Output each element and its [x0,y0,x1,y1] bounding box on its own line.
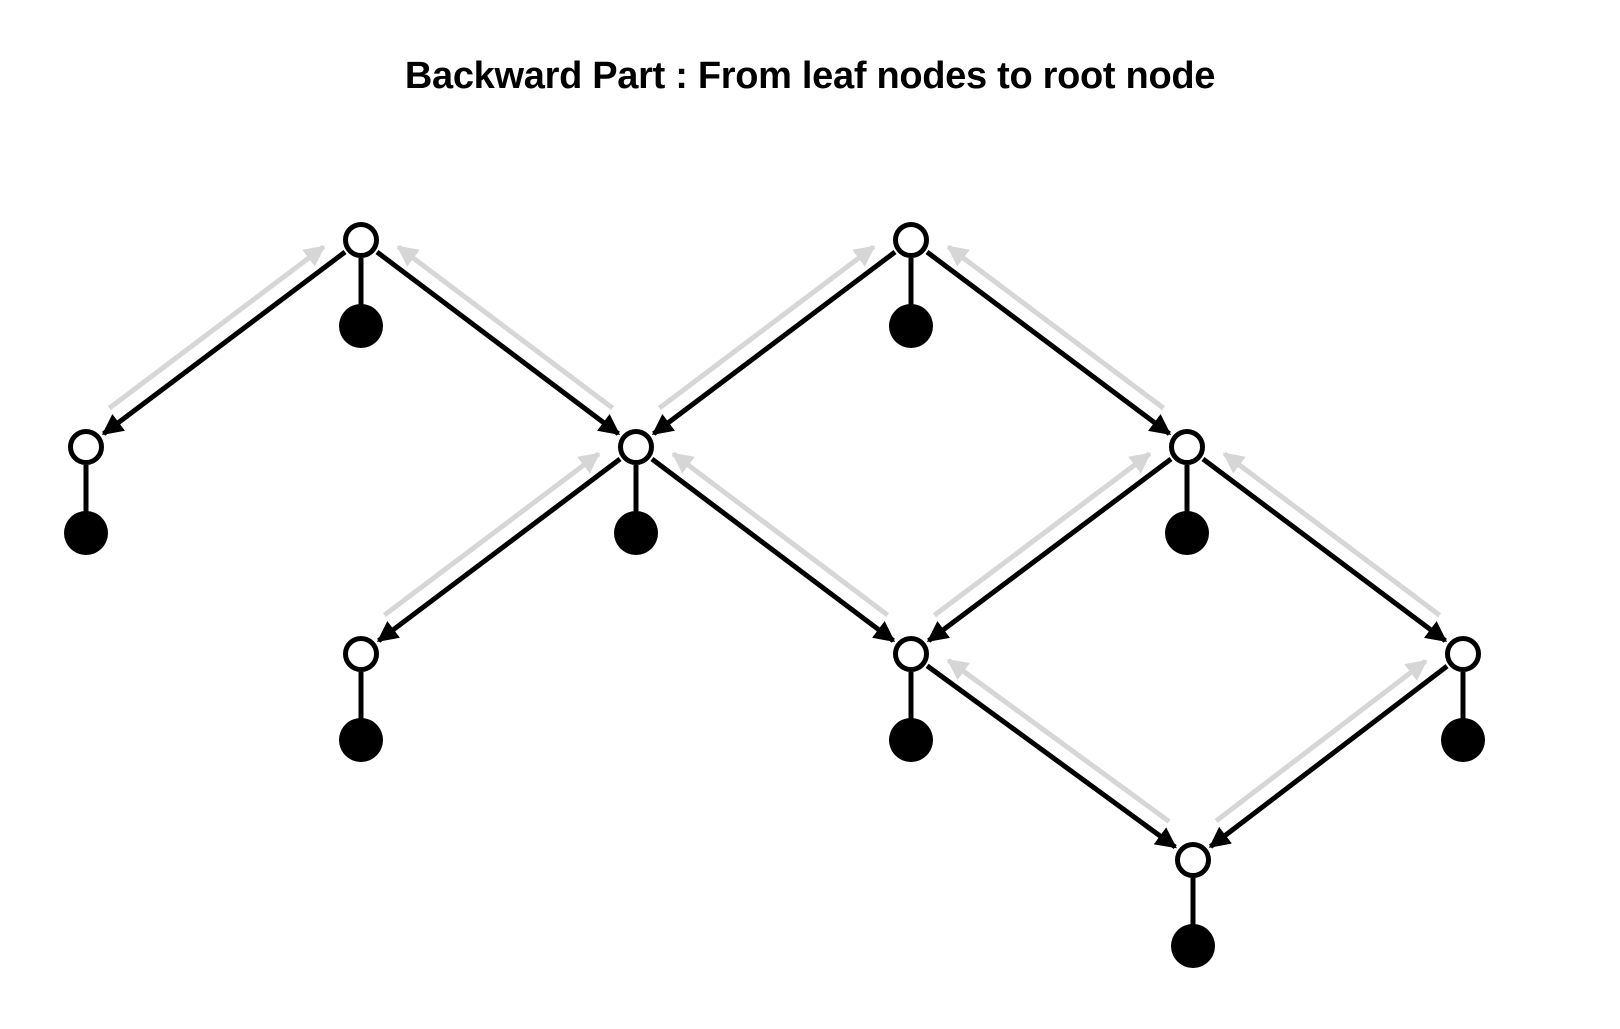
forward-edge-E-G [926,456,1173,643]
backward-edge-E-B [946,244,1166,411]
forward-edge-D-G [650,457,896,643]
forward-edge-B-E [925,249,1172,436]
diagram-title: Backward Part : From leaf nodes to root … [404,55,1216,97]
forward-edge-B-D [651,250,897,436]
backward-edge-D-A [396,244,615,411]
forward-edges [101,249,1449,850]
leaf-node-E [1165,511,1209,555]
leaf-node-I [1171,924,1215,968]
open-node-H [1445,636,1481,672]
open-node-C [68,429,104,465]
leaf-node-H [1441,718,1485,762]
open-node-F [343,636,379,672]
leaf-node-F [339,718,383,762]
open-node-D [618,429,654,465]
backward-edge-I-H [1214,659,1428,823]
backward-edge-C-A [107,244,326,411]
backward-edge-F-D [382,451,601,618]
open-node-A [343,222,379,258]
forward-edge-E-H [1201,456,1448,643]
forward-edge-A-C [101,250,347,436]
backward-edge-G-D [671,451,890,618]
leaf-node-G [889,718,933,762]
open-node-G [893,636,929,672]
forward-edge-A-D [375,250,621,436]
forward-edge-D-F [376,457,622,643]
backward-edge-H-E [1222,451,1442,618]
backward-edge-D-B [657,244,876,411]
open-node-I [1175,842,1211,878]
nodes [64,222,1485,968]
leaf-stems [83,258,1466,926]
forward-edge-G-I [925,663,1177,850]
backward-edge-I-G [946,658,1171,824]
leaf-node-A [339,304,383,348]
leaf-node-B [889,304,933,348]
leaf-node-C [64,511,108,555]
backward-edge-G-E [932,451,1152,618]
forward-edge-H-I [1208,664,1449,849]
leaf-node-D [614,511,658,555]
backward-edges [107,244,1442,824]
open-node-E [1169,429,1205,465]
open-node-B [893,222,929,258]
